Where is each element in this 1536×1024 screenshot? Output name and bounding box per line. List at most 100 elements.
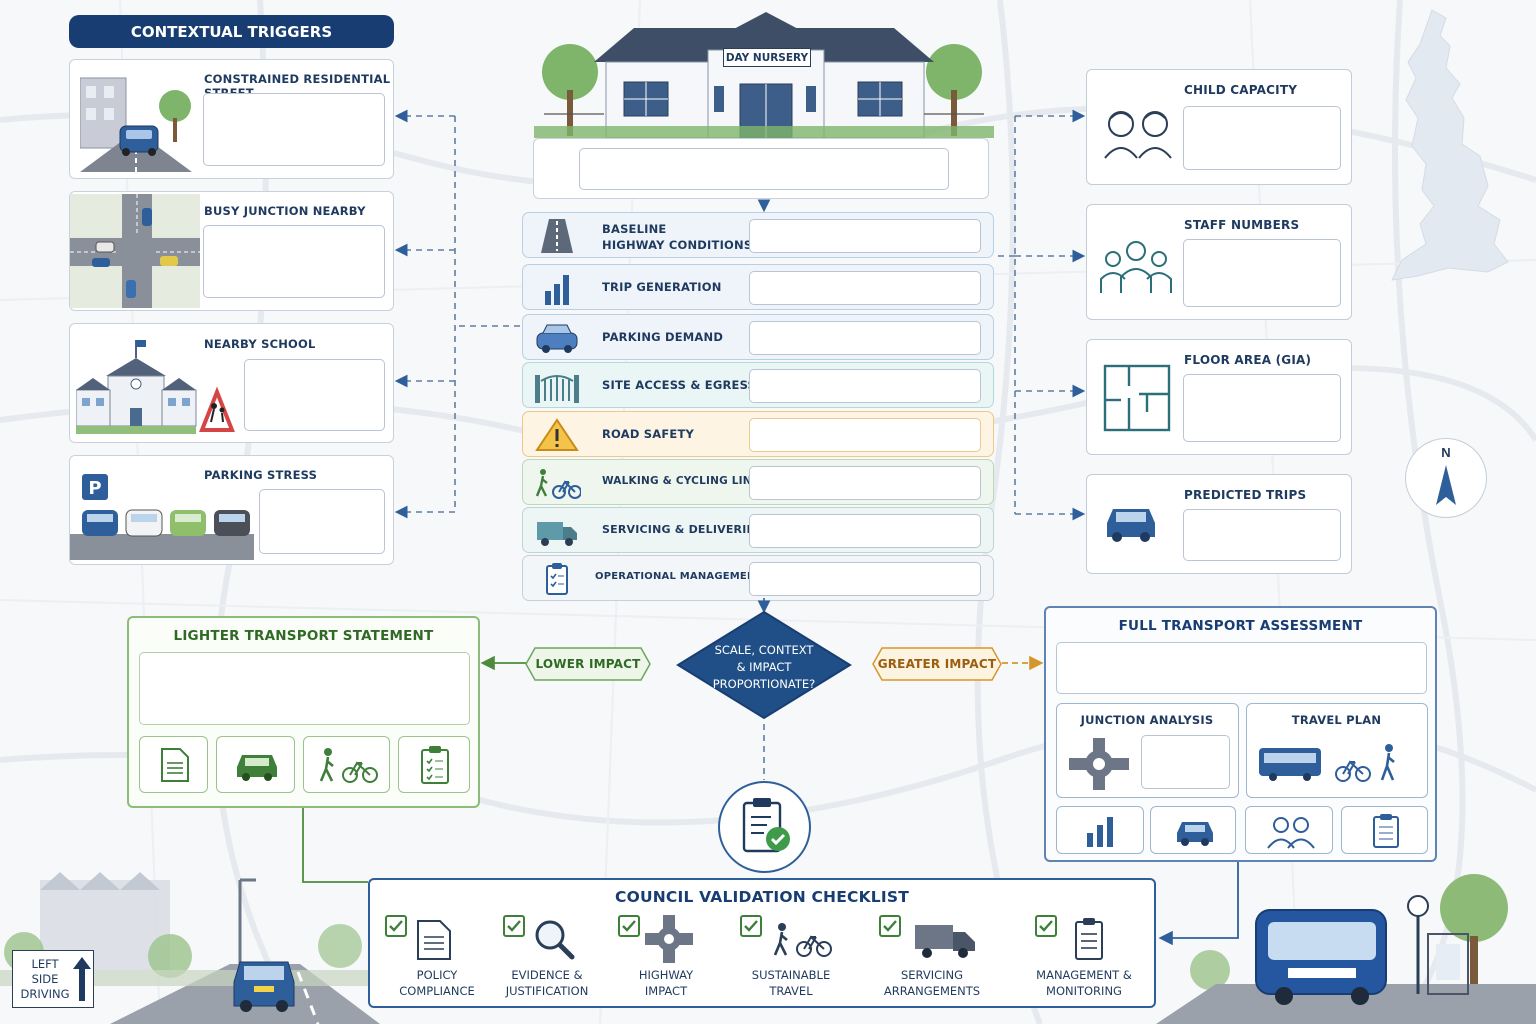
junction-illustration: [70, 194, 200, 308]
checkbox-checked-icon[interactable]: [618, 915, 640, 937]
row-label: PARKING DEMAND: [602, 330, 724, 344]
checkbox-checked-icon[interactable]: [503, 915, 525, 937]
people-icon: [1267, 817, 1315, 849]
checklist-item-caption: MANAGEMENT &MONITORING: [1036, 968, 1132, 998]
trigger-card-constrained-street: CONSTRAINED RESIDENTIAL STREET: [69, 59, 394, 179]
validation-badge: [718, 781, 811, 873]
lower-impact-tag-shape: [525, 647, 651, 681]
walk-cycle-icon: [773, 923, 832, 957]
trigger-input-box[interactable]: [203, 225, 385, 298]
checkbox-checked-icon[interactable]: [385, 915, 407, 937]
bar-chart-icon: [1087, 817, 1113, 847]
junction-input-box[interactable]: [1141, 735, 1230, 789]
metric-input-box[interactable]: [1183, 374, 1341, 442]
trigger-input-box[interactable]: [244, 359, 385, 431]
lighter-input-box[interactable]: [139, 652, 470, 725]
council-checklist-panel: COUNCIL VALIDATION CHECKLIST: [368, 878, 1156, 1008]
metric-input-box[interactable]: [1183, 239, 1341, 307]
trigger-input-box[interactable]: [203, 93, 385, 166]
decision-question: SCALE, CONTEXT & IMPACT PROPORTIONATE?: [696, 642, 832, 693]
car-icon: [237, 755, 277, 781]
metric-input-box[interactable]: [1183, 106, 1341, 170]
full-tile-car: [1150, 806, 1236, 854]
row-label: SITE ACCESS & EGRESS: [602, 378, 757, 392]
row-input-box[interactable]: [749, 321, 981, 355]
checkbox-checked-icon[interactable]: [1035, 915, 1057, 937]
greater-impact-label: GREATER IMPACT: [877, 657, 997, 671]
trigger-label: NEARBY SCHOOL: [204, 337, 316, 351]
left-side-text: LEFT SIDE DRIVING: [17, 957, 73, 1002]
row-input-box[interactable]: [749, 418, 981, 452]
full-title: FULL TRANSPORT ASSESSMENT: [1118, 618, 1363, 634]
metric-floor-area: FLOOR AREA (GIA): [1086, 339, 1352, 455]
row-site-access: SITE ACCESS & EGRESS: [522, 362, 994, 408]
bus-cycle-walk-icon: [1259, 744, 1395, 782]
compass-arrow-icon: [1436, 465, 1456, 505]
arrow-up-icon: [73, 957, 91, 1001]
greater-impact-tag-shape: [872, 647, 1002, 681]
junction-analysis-tile: JUNCTION ANALYSIS: [1056, 703, 1239, 798]
compass-north-label: N: [1441, 445, 1451, 460]
gate-icon: [535, 375, 579, 403]
full-tile-chart: [1056, 806, 1144, 854]
lighter-transport-panel: LIGHTER TRANSPORT STATEMENT: [127, 616, 480, 808]
row-input-box[interactable]: [749, 271, 981, 305]
school-illustration: [76, 340, 235, 434]
row-trip-generation: TRIP GENERATION: [522, 264, 994, 310]
junction-icon: [645, 915, 693, 963]
children-icon: [1104, 111, 1172, 159]
travel-plan-label: TRAVEL PLAN: [1291, 713, 1382, 727]
roundabout-icon: [1069, 738, 1129, 790]
trigger-card-parking-stress: P PARKING STRESS: [69, 455, 394, 565]
decision-line-3: PROPORTIONATE?: [712, 677, 816, 691]
car-icon: [1177, 822, 1213, 846]
clipboard-check-icon: [742, 798, 790, 853]
metric-label: STAFF NUMBERS: [1184, 218, 1300, 232]
bar-chart-icon: [545, 275, 569, 305]
full-input-box[interactable]: [1056, 642, 1427, 694]
row-input-box[interactable]: [749, 369, 981, 403]
car-icon: [1107, 509, 1155, 542]
checkbox-checked-icon[interactable]: [879, 915, 901, 937]
row-input-box[interactable]: [749, 514, 981, 548]
lighter-title: LIGHTER TRANSPORT STATEMENT: [173, 628, 434, 644]
lighter-tile-document: [139, 736, 208, 793]
row-label: SERVICING & DELIVERIES: [602, 523, 763, 536]
nursery-input-box[interactable]: [579, 148, 949, 190]
floor-plan-icon: [1103, 364, 1171, 432]
trigger-card-nearby-school: NEARBY SCHOOL: [69, 323, 394, 443]
nursery-sign-text: DAY NURSERY: [725, 51, 809, 64]
document-icon: [417, 920, 451, 960]
street-scene-right: [1156, 874, 1536, 1024]
full-tile-people: [1245, 806, 1333, 854]
nursery-base-panel: [533, 138, 989, 199]
row-input-box[interactable]: [749, 219, 981, 253]
checkbox-checked-icon[interactable]: [740, 915, 762, 937]
row-road-safety: ROAD SAFETY: [522, 411, 994, 457]
decision-diamond: [676, 610, 852, 720]
row-servicing-deliveries: SERVICING & DELIVERIES: [522, 507, 994, 553]
clipboard-icon: [546, 563, 568, 595]
left-side-driving-sign: LEFT SIDE DRIVING: [12, 950, 94, 1008]
row-input-box[interactable]: [749, 562, 981, 596]
trigger-label: BUSY JUNCTION NEARBY: [204, 204, 366, 218]
street-scene-left: [0, 872, 380, 1024]
trigger-input-box[interactable]: [259, 489, 385, 554]
warning-icon: [535, 418, 579, 451]
residential-street-illustration: [80, 77, 192, 172]
checklist-item-management: MANAGEMENT &MONITORING: [1019, 905, 1149, 1005]
row-input-box[interactable]: [749, 466, 981, 500]
document-icon: [161, 748, 189, 782]
full-transport-panel: FULL TRANSPORT ASSESSMENT JUNCTION ANALY…: [1044, 606, 1437, 862]
metric-label: FLOOR AREA (GIA): [1184, 353, 1312, 367]
metric-input-box[interactable]: [1183, 509, 1341, 561]
metric-label: PREDICTED TRIPS: [1184, 488, 1307, 502]
trigger-card-busy-junction: BUSY JUNCTION NEARBY: [69, 191, 394, 311]
metric-label: CHILD CAPACITY: [1184, 83, 1298, 97]
checklist-item-evidence: EVIDENCE &JUSTIFICATION: [482, 905, 612, 1005]
row-label: ROAD SAFETY: [602, 427, 695, 441]
walk-cycle-icon: [319, 748, 378, 783]
